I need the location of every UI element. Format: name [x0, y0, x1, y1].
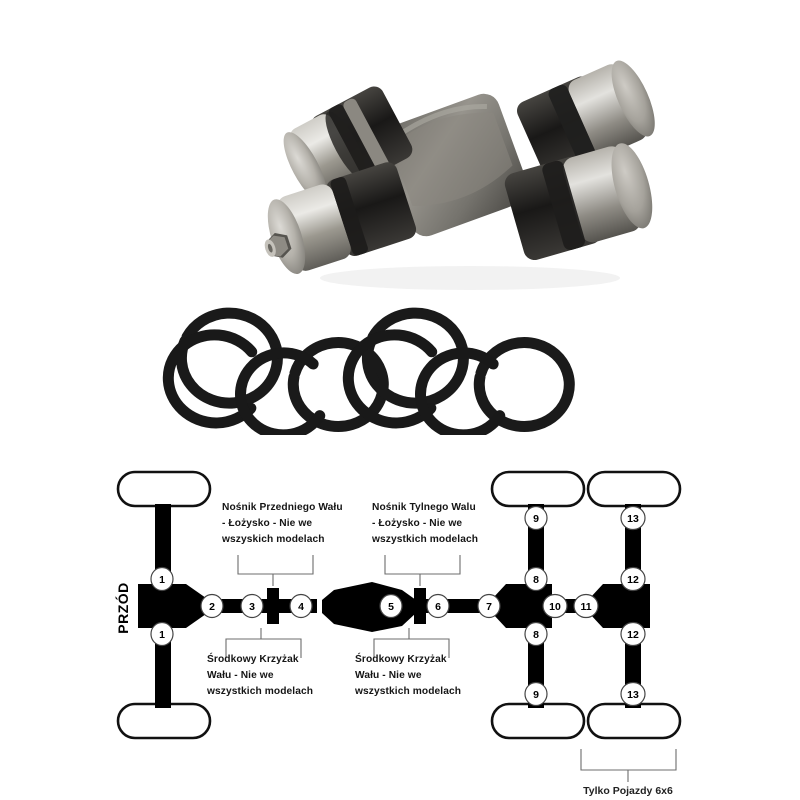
drivetrain-schematic: Nośnik Przedniego Wału - Łożysko - Nie w… — [114, 470, 682, 797]
callout-label: 12 — [627, 629, 639, 641]
callout-circle — [426, 593, 450, 619]
wheel-rear-mid-right — [490, 702, 586, 740]
product-photo-area — [162, 60, 655, 435]
callout-label: 6 — [435, 601, 441, 613]
bracket-rear-carrier — [384, 555, 461, 586]
callout-12-top[interactable]: 12 — [620, 566, 646, 592]
callout-circle — [240, 593, 264, 619]
callout-circle — [200, 593, 224, 619]
wheel-rear-mid-left — [490, 470, 586, 508]
callout-label: 13 — [627, 689, 639, 701]
wheel-rear-back-left — [586, 470, 682, 508]
callout-label: 2 — [209, 601, 215, 613]
callout-circle — [542, 593, 568, 619]
front-direction-label: PRZÓD — [114, 582, 131, 634]
callout-label: 1 — [159, 574, 165, 586]
drivetrain-diagram: Nośnik Przedniego Wału - Łożysko - Nie w… — [0, 450, 800, 800]
callout-circle — [524, 681, 548, 707]
callout-label: 4 — [298, 601, 304, 613]
callout-circle — [620, 505, 646, 531]
annotation-center-ujoint-front-line-3: wszystkich modelach — [206, 686, 313, 697]
note-6x6-only: Tylko Pojazdy 6x6 — [583, 785, 673, 797]
annotation-center-ujoint-rear: Środkowy Krzyżak Wału - Nie we wszystkic… — [354, 652, 461, 697]
callout-3[interactable]: 3 — [240, 593, 264, 619]
annotation-center-ujoint-rear-line-3: wszystkich modelach — [354, 686, 461, 697]
universal-joint-image — [264, 60, 655, 290]
callout-5[interactable]: 5 — [379, 593, 403, 619]
callout-label: 3 — [249, 601, 255, 613]
annotation-rear-carrier-line-2: - Łożysko - Nie we — [372, 518, 462, 529]
callout-label: 5 — [388, 601, 394, 613]
callout-7[interactable]: 7 — [477, 593, 501, 619]
annotation-front-carrier-line-2: - Łożysko - Nie we — [222, 518, 312, 529]
annotation-rear-carrier: Nośnik Tylnego Walu - Łożysko - Nie we w… — [371, 502, 478, 545]
callout-label: 7 — [486, 601, 492, 613]
callout-4[interactable]: 4 — [289, 593, 313, 619]
callout-circle — [620, 566, 646, 592]
annotation-front-carrier-line-1: Nośnik Przedniego Wału — [222, 502, 343, 513]
rear-carrier-bearing-h — [409, 599, 431, 613]
callout-circle — [573, 593, 599, 619]
callout-6[interactable]: 6 — [426, 593, 450, 619]
rear-mid-differential — [493, 584, 552, 628]
bracket-6x6-note — [580, 749, 677, 782]
callout-10[interactable]: 10 — [542, 593, 568, 619]
callout-label: 9 — [533, 689, 539, 701]
callout-circle — [524, 566, 548, 592]
callout-12-bottom[interactable]: 12 — [620, 621, 646, 647]
bracket-front-carrier — [237, 555, 314, 586]
callout-9-top[interactable]: 9 — [524, 505, 548, 531]
annotation-center-ujoint-front: Środkowy Krzyżak Wału - Nie we wszystkic… — [206, 652, 313, 697]
wheel-front-left — [116, 470, 212, 508]
annotation-rear-carrier-line-3: wszystkich modelach — [371, 534, 478, 545]
front-carrier-bearing-h — [262, 599, 284, 613]
annotation-front-carrier: Nośnik Przedniego Wału - Łożysko - Nie w… — [221, 502, 343, 545]
wheels-group — [116, 470, 682, 740]
callouts-group: 1 1 2 3 — [150, 505, 646, 707]
callout-circle — [524, 505, 548, 531]
brackets-group — [225, 555, 677, 782]
callout-label: 10 — [549, 601, 561, 613]
callout-label: 12 — [627, 574, 639, 586]
annotation-center-ujoint-front-line-1: Środkowy Krzyżak — [207, 652, 299, 665]
callout-11[interactable]: 11 — [573, 593, 599, 619]
rear-back-differential — [590, 584, 650, 628]
front-differential — [138, 584, 206, 628]
annotation-front-carrier-line-3: wszyskich modelach — [221, 534, 325, 545]
callout-circle — [524, 621, 548, 647]
callout-2[interactable]: 2 — [200, 593, 224, 619]
annotation-center-ujoint-front-line-2: Wału - Nie we — [207, 670, 274, 681]
callout-label: 1 — [159, 629, 165, 641]
callout-circle — [620, 681, 646, 707]
callout-13-bottom[interactable]: 13 — [620, 681, 646, 707]
wheel-front-right — [116, 702, 212, 740]
callout-label: 11 — [580, 601, 591, 613]
callout-circle — [150, 621, 174, 647]
callout-9-bottom[interactable]: 9 — [524, 681, 548, 707]
callout-8-top[interactable]: 8 — [524, 566, 548, 592]
callout-1-bottom[interactable]: 1 — [150, 621, 174, 647]
snap-rings-image — [162, 307, 575, 435]
annotation-center-ujoint-rear-line-1: Środkowy Krzyżak — [355, 652, 447, 665]
callout-13-top[interactable]: 13 — [620, 505, 646, 531]
annotation-center-ujoint-rear-line-2: Wału - Nie we — [355, 670, 422, 681]
callout-label: 8 — [533, 574, 539, 586]
wheel-rear-back-right — [586, 702, 682, 740]
callout-8-bottom[interactable]: 8 — [524, 621, 548, 647]
callout-1-top[interactable]: 1 — [150, 566, 174, 592]
callout-label: 13 — [627, 513, 639, 525]
bracket-center-ujoint-rear — [373, 628, 450, 658]
annotation-rear-carrier-line-1: Nośnik Tylnego Walu — [372, 502, 476, 513]
bracket-center-ujoint-front — [225, 628, 302, 658]
callout-label: 8 — [533, 629, 539, 641]
callout-circle — [477, 593, 501, 619]
callout-circle — [379, 593, 403, 619]
callout-circle — [150, 566, 174, 592]
callout-circle — [289, 593, 313, 619]
callout-circle — [620, 621, 646, 647]
callout-label: 9 — [533, 513, 539, 525]
